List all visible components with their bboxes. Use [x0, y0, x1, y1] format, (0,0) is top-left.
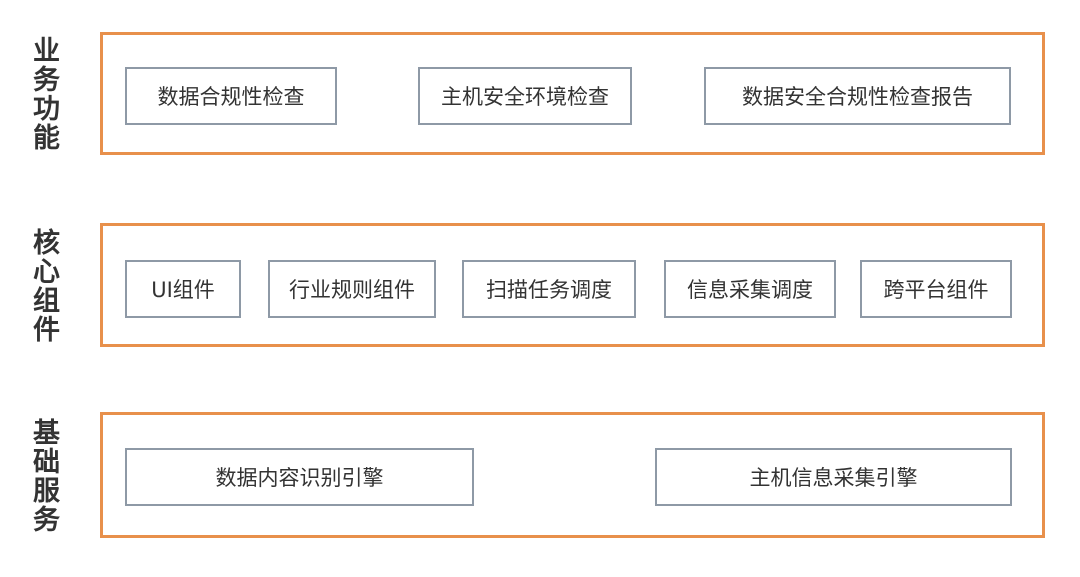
module-industry-rules: 行业规则组件 [268, 260, 436, 318]
layer-label-core: 核心组件 [28, 228, 59, 344]
module-scan-scheduling: 扫描任务调度 [462, 260, 636, 318]
module-info-collection-scheduling: 信息采集调度 [664, 260, 836, 318]
module-data-compliance-check: 数据合规性检查 [125, 67, 337, 125]
module-ui-component: UI组件 [125, 260, 241, 318]
module-host-security-check: 主机安全环境检查 [418, 67, 632, 125]
module-content-recognition-engine: 数据内容识别引擎 [125, 448, 474, 506]
module-compliance-report: 数据安全合规性检查报告 [704, 67, 1011, 125]
layer-foundation: 数据内容识别引擎 主机信息采集引擎 [100, 412, 1045, 538]
layer-business: 数据合规性检查 主机安全环境检查 数据安全合规性检查报告 [100, 32, 1045, 155]
layer-core: UI组件 行业规则组件 扫描任务调度 信息采集调度 跨平台组件 [100, 223, 1045, 347]
layer-label-foundation: 基础服务 [28, 418, 59, 534]
module-host-info-engine: 主机信息采集引擎 [655, 448, 1012, 506]
module-cross-platform: 跨平台组件 [860, 260, 1012, 318]
layer-label-business: 业务功能 [28, 36, 59, 152]
